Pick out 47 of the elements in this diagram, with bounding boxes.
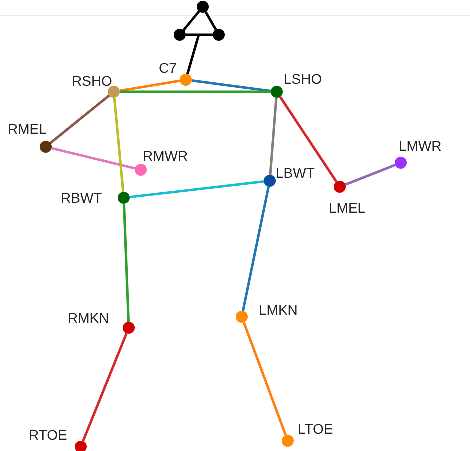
marker-dot [213, 29, 225, 41]
marker-dot [395, 157, 407, 169]
connector-line [242, 186, 270, 312]
marker-label: LMEL [329, 200, 366, 216]
connector-line [192, 80, 272, 92]
connector-line [279, 96, 338, 183]
marker-dot [180, 74, 192, 86]
marker-dot [118, 192, 130, 204]
marker-dot [264, 175, 276, 187]
connector-line [82, 333, 128, 442]
connector-line [182, 10, 200, 32]
connector-line [120, 90, 271, 94]
marker-label: LMKN [259, 302, 298, 318]
marker-label: RMKN [68, 310, 110, 326]
marker-label: LBWT [276, 165, 315, 181]
marker-dot [271, 86, 283, 98]
marker-label: RTOE [29, 427, 68, 443]
marker-label: RMEL [8, 121, 47, 137]
marker-dot [123, 322, 135, 334]
marker-dot [174, 29, 186, 41]
marker-label: RBWT [61, 190, 102, 206]
marker-label: C7 [159, 60, 177, 76]
connector-line [113, 98, 125, 192]
marker-dot [75, 441, 87, 451]
marker-label: RMWR [143, 148, 188, 164]
marker-dot [108, 86, 120, 98]
connector-line [122, 204, 130, 322]
marker-label: LTOE [298, 421, 334, 437]
connector-line [50, 94, 110, 144]
marker-label: LMWR [399, 138, 442, 154]
connector-line [204, 12, 218, 30]
connector-line [130, 180, 264, 199]
marker-dot [197, 1, 209, 13]
connector-line [345, 164, 396, 186]
connector-line [269, 98, 278, 176]
connector-line [186, 34, 200, 75]
connector-line [242, 322, 288, 436]
connector-line [120, 80, 180, 92]
marker-dot [135, 164, 147, 176]
connector-line [52, 147, 136, 170]
marker-dot [236, 311, 248, 323]
marker-dot [334, 181, 346, 193]
marker-dot [282, 435, 294, 447]
marker-label: LSHO [284, 71, 322, 87]
connector-line [186, 34, 213, 36]
marker-label: RSHO [72, 73, 112, 89]
marker-dot [40, 141, 52, 153]
